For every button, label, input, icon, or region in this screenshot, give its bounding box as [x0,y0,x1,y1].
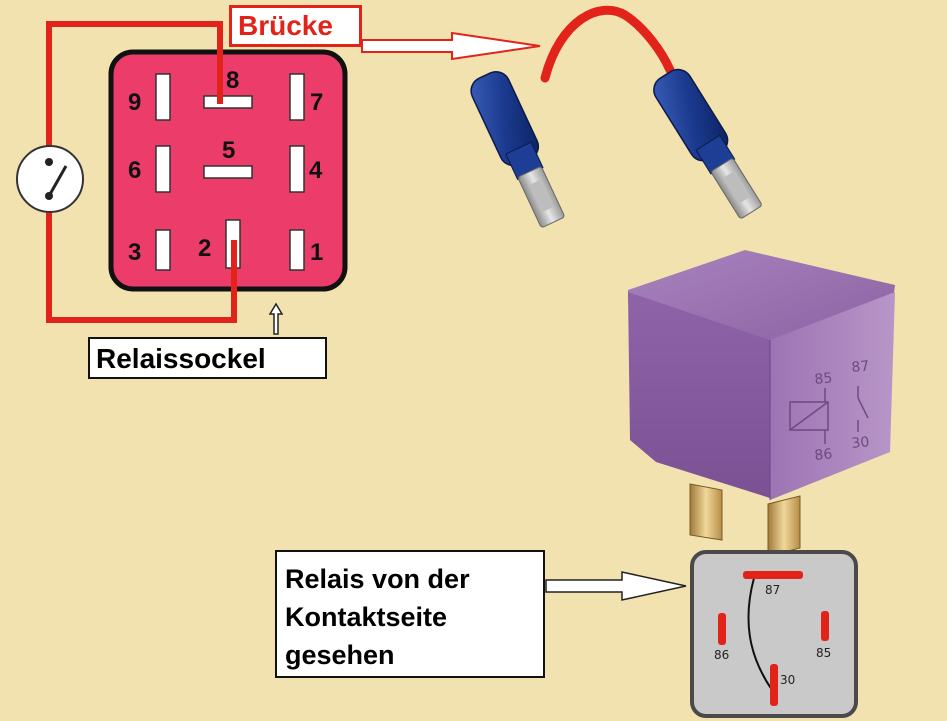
contact-pointer-arrow [545,571,687,601]
socket-pin-label: 9 [128,89,141,116]
socket-label: Relaissockel [88,337,327,379]
contact-side-line: Kontaktseite [285,602,448,632]
socket-slot-8 [203,95,253,109]
socket-pin-label: 5 [222,137,235,164]
bridge-label: Brücke [229,5,362,47]
relay-pin-87 [743,571,803,579]
socket-slot-9 [155,73,171,121]
relay-pin-85 [821,611,829,641]
relay-body-marking: 86 [814,446,833,464]
relay-pin-86 [718,613,726,645]
socket-slot-4 [289,145,305,193]
socket-pin-label: 1 [310,239,323,266]
socket-pin-label: 6 [128,157,141,184]
socket-label-text: Relaissockel [96,343,266,374]
socket-pin-label: 7 [310,89,323,116]
switch-symbol [16,145,84,213]
socket-pointer-arrow [268,302,284,335]
relay-photo: 85 87 86 30 [628,250,895,557]
jumper-cable [470,5,762,228]
relay-contact-view: 87 86 85 30 [690,550,858,718]
socket-slot-7 [289,73,305,121]
socket-slot-6 [155,145,171,193]
contact-side-label: Relais von der Kontaktseite gesehen [275,550,545,678]
socket-pin-label: 3 [128,239,141,266]
bridge-pointer-arrow [361,31,541,61]
socket-slot-1 [289,229,305,271]
relay-pin-label: 86 [714,648,729,662]
relay-socket: 9 8 7 6 5 4 3 2 1 [108,24,348,320]
bridge-label-text: Brücke [238,10,333,41]
relay-pin-30 [770,664,778,706]
relay-pin-label: 87 [765,583,780,597]
relay-pin-label: 85 [816,646,831,660]
relay-body-marking: 30 [851,434,870,452]
contact-side-line: gesehen [285,640,395,670]
relay-body-marking: 87 [851,358,870,376]
socket-pin-label: 4 [309,157,323,184]
socket-slot-5 [203,165,253,179]
socket-pin-label: 2 [198,235,211,262]
socket-pin-label: 8 [226,67,239,94]
socket-slot-3 [155,229,171,271]
contact-side-line: Relais von der [285,564,470,594]
relay-body-marking: 85 [814,370,833,388]
relay-pin-label: 30 [780,673,795,687]
